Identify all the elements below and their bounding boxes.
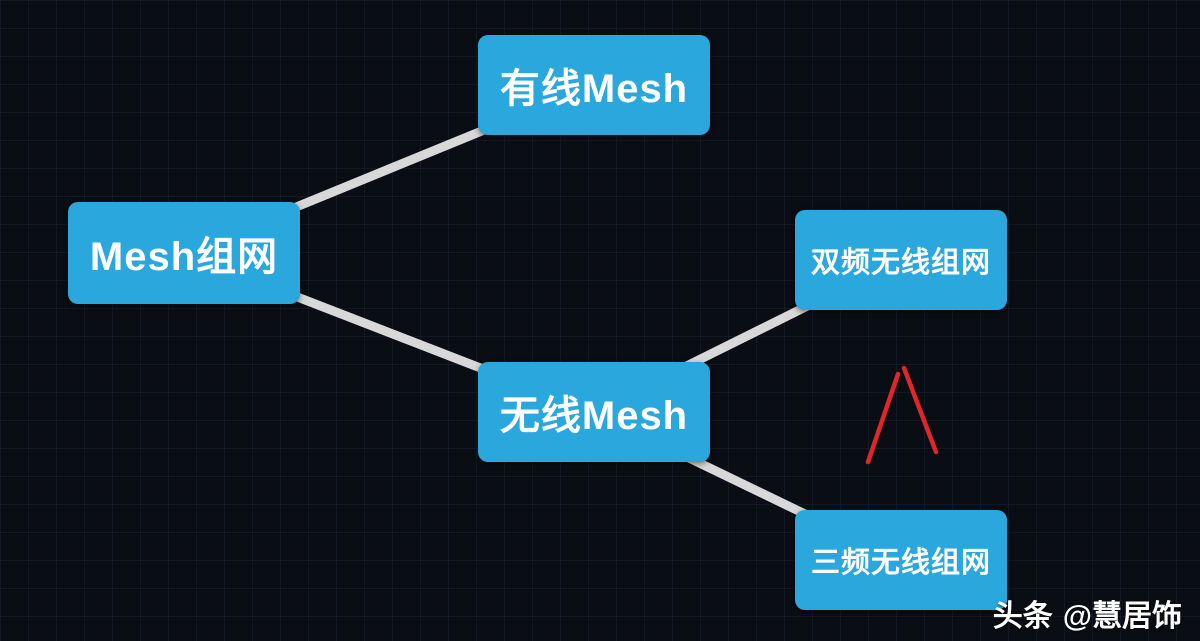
watermark-brand: 头条: [992, 600, 1053, 633]
node-mesh-networking[interactable]: Mesh组网: [68, 202, 300, 304]
node-wired-mesh-label: 有线Mesh: [499, 67, 689, 111]
node-mesh-networking-label: Mesh组网: [89, 235, 279, 279]
node-wireless-mesh-label: 无线Mesh: [499, 394, 689, 438]
node-wireless-mesh[interactable]: 无线Mesh: [478, 362, 710, 462]
node-dualband-wireless[interactable]: 双频无线组网: [795, 210, 1007, 310]
node-dualband-wireless-label: 双频无线组网: [810, 247, 991, 279]
watermark-handle: @慧居饰: [1062, 600, 1182, 633]
node-wired-mesh[interactable]: 有线Mesh: [478, 35, 710, 135]
node-triband-wireless[interactable]: 三频无线组网: [795, 510, 1007, 610]
watermark: 头条 @慧居饰: [993, 591, 1182, 635]
node-triband-wireless-label: 三频无线组网: [810, 547, 991, 579]
